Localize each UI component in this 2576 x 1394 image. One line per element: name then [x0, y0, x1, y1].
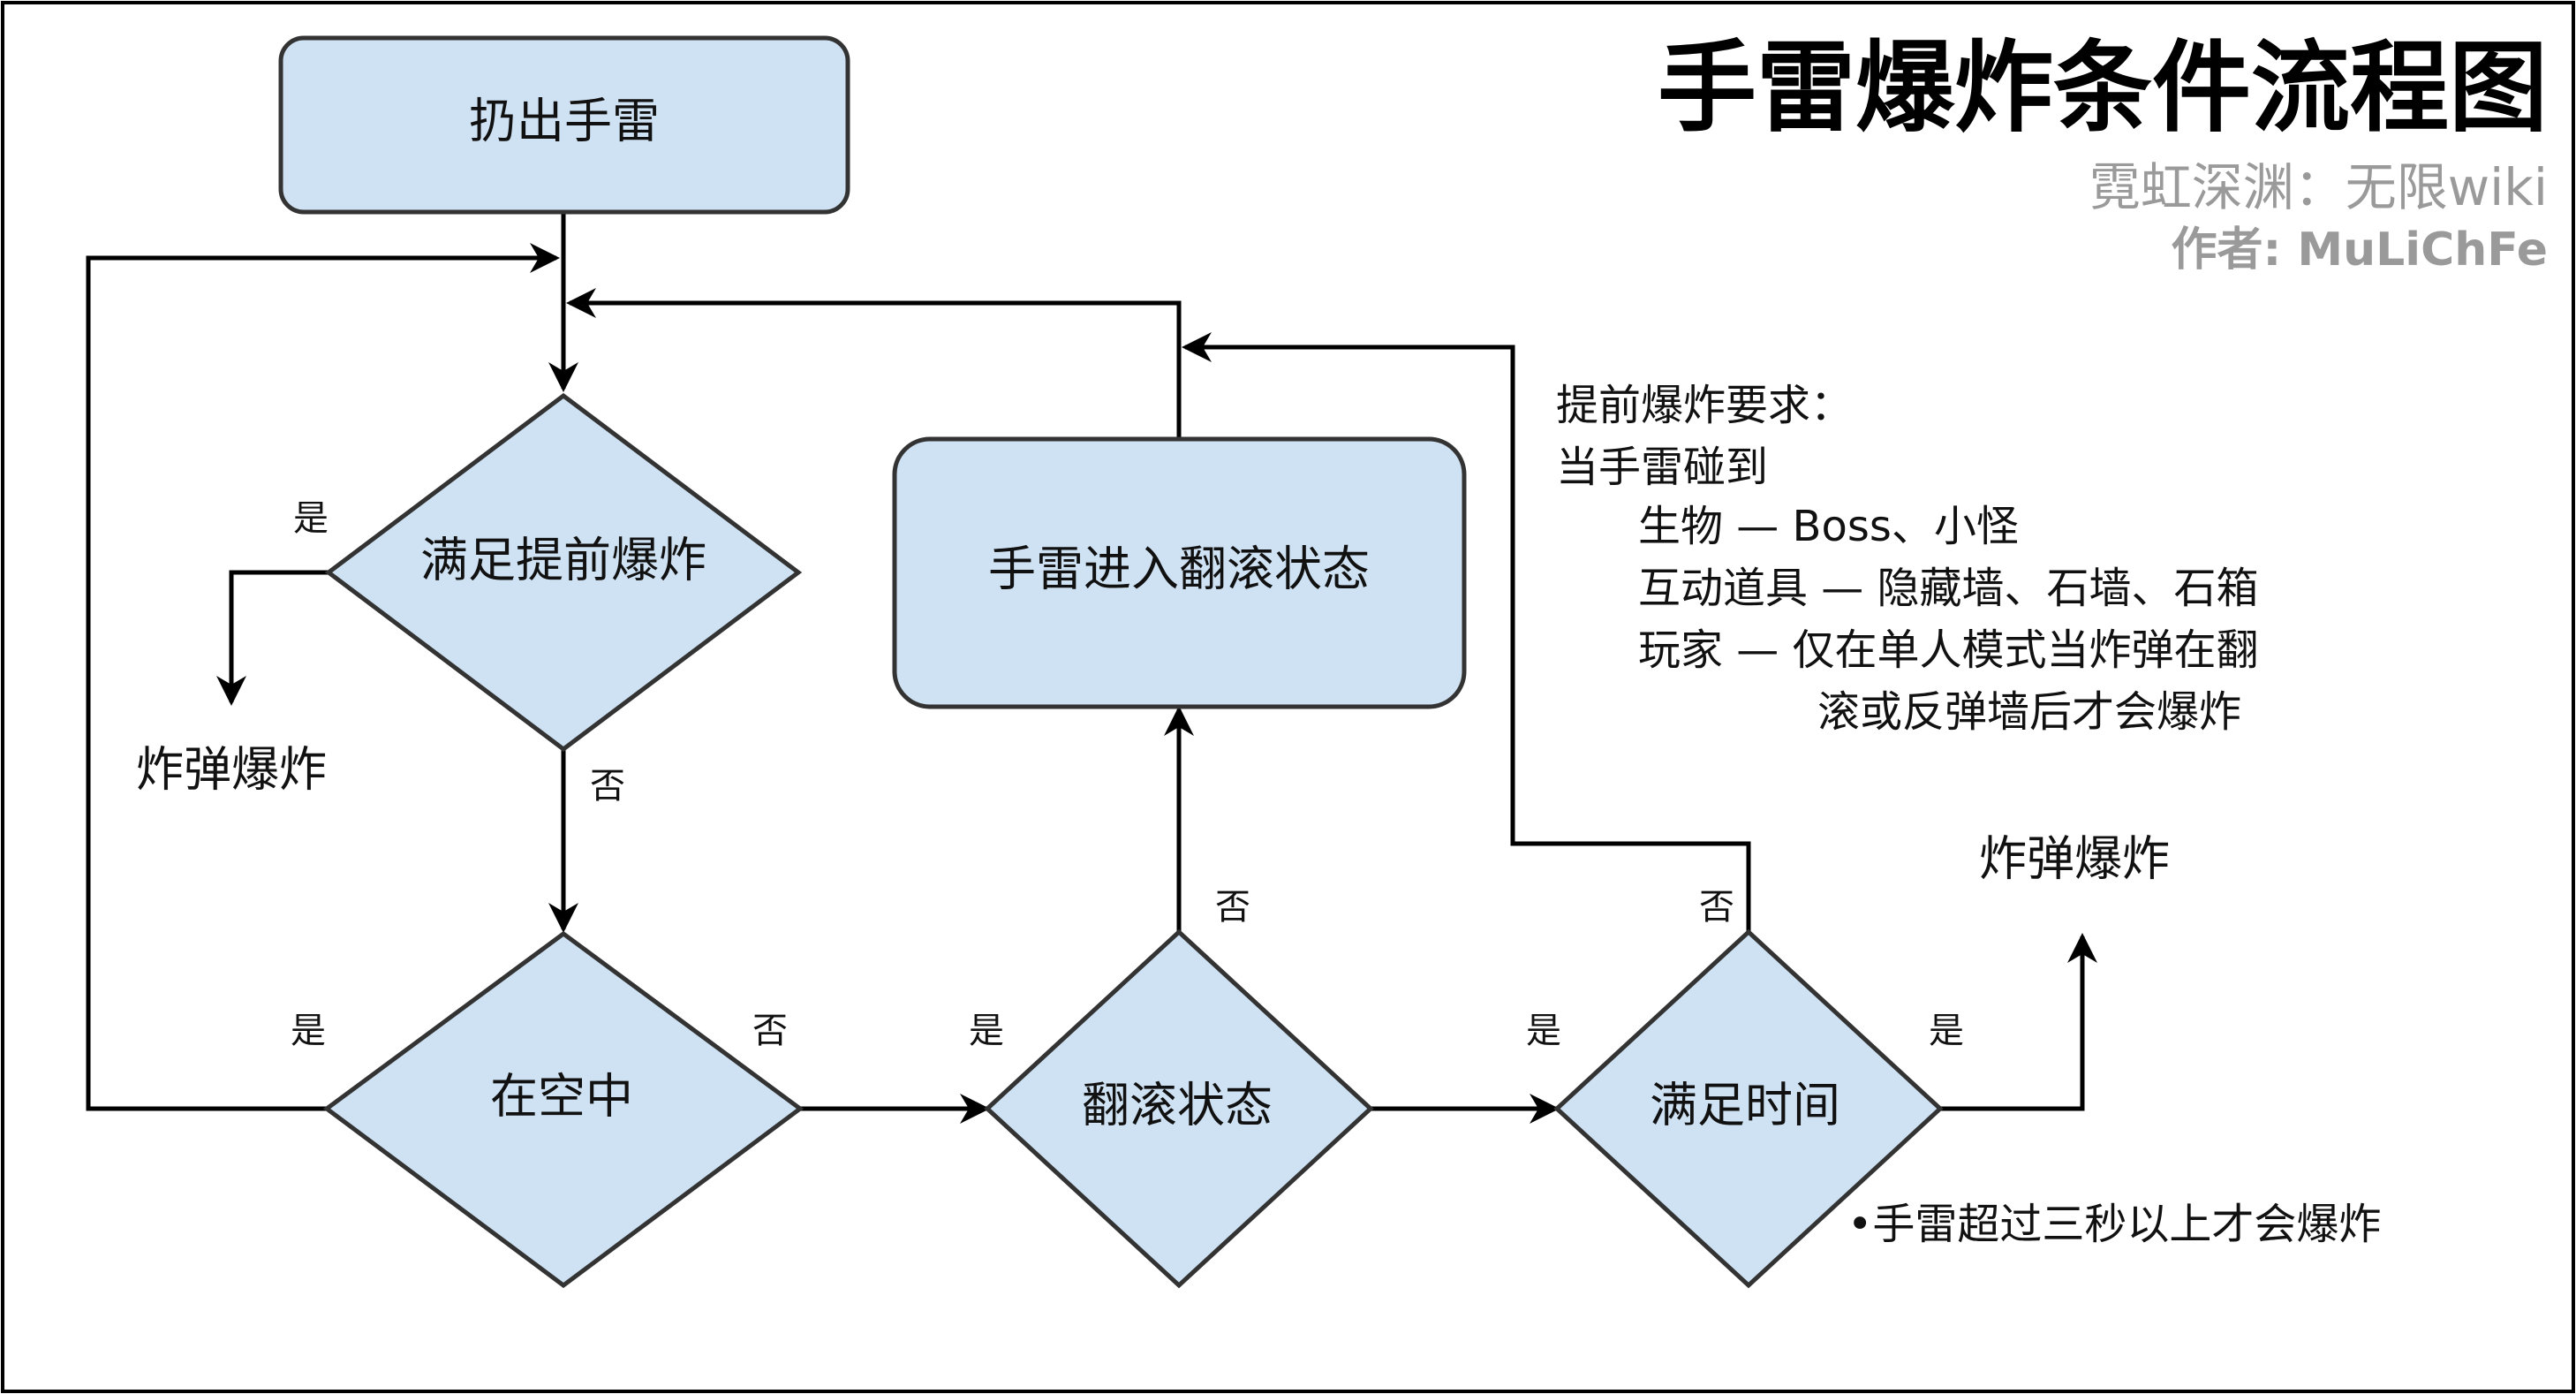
note-early-line1: 当手雷碰到: [1556, 443, 1768, 492]
note-early-line5: 滚或反弹墙后才会爆炸: [1817, 687, 2241, 737]
edge-time-yes: [1940, 933, 2097, 1111]
node-in-air: 在空中: [322, 930, 805, 1289]
note-early-line3: 互动道具 — 隐藏墙、石墙、石箱: [1638, 564, 2259, 613]
node-rolling-state: 手雷进入翻滚状态: [892, 436, 1467, 709]
edge-label-air-yes: 是: [291, 1011, 326, 1051]
node-explode-left: 炸弹爆炸: [136, 742, 327, 798]
edge-time-no-loop: [1182, 332, 1751, 932]
node-throw: 扔出手雷: [278, 35, 850, 215]
page-title: 手雷爆炸条件流程图: [1658, 31, 2548, 146]
note-early-heading: 提前爆炸要求：: [1556, 381, 1853, 430]
node-rolling-state-label: 手雷进入翻滚状态: [988, 542, 1370, 597]
node-explode-right: 炸弹爆炸: [1979, 831, 2170, 887]
page-subtitle: 霓虹深渊：无限wiki: [2089, 157, 2548, 217]
node-rolling-check-label: 翻滚状态: [1082, 1078, 1273, 1133]
note-early-line4: 玩家 — 仅在单人模式当炸弹在翻: [1638, 625, 2259, 675]
node-time-check: 满足时间: [1553, 928, 1944, 1289]
node-early-check-label: 满足提前爆炸: [420, 533, 706, 588]
node-time-check-label: 满足时间: [1650, 1078, 1840, 1133]
edge-label-time-yes-right: 是: [1929, 1011, 1964, 1051]
note-time: •手雷超过三秒以上才会爆炸: [1847, 1200, 2381, 1249]
edge-label-roll-yes: 是: [969, 1011, 1004, 1051]
node-in-air-label: 在空中: [490, 1069, 633, 1125]
node-early-check: 满足提前爆炸: [324, 392, 803, 753]
edge-label-air-no: 否: [752, 1011, 788, 1051]
edge-label-roll-no: 否: [1215, 887, 1250, 928]
edge-rolling-state-loop: [566, 288, 1182, 439]
edge-early-yes: [216, 570, 329, 706]
edge-label-early-yes: 是: [293, 498, 329, 539]
early-explosion-notes: 提前爆炸要求： 当手雷碰到 生物 — Boss、小怪 互动道具 — 隐藏墙、石墙…: [1556, 381, 2259, 737]
node-throw-label: 扔出手雷: [469, 94, 660, 149]
page-author: 作者: MuLiChFe: [2172, 223, 2549, 277]
edge-label-time-no: 否: [1699, 887, 1734, 928]
edge-air-yes-loop: [86, 243, 560, 1111]
edge-label-time-yes: 是: [1526, 1011, 1561, 1051]
edges: [86, 212, 2097, 1124]
edge-label-early-no: 否: [590, 766, 625, 807]
note-early-line2: 生物 — Boss、小怪: [1638, 502, 2019, 551]
node-rolling-check: 翻滚状态: [984, 928, 1374, 1289]
